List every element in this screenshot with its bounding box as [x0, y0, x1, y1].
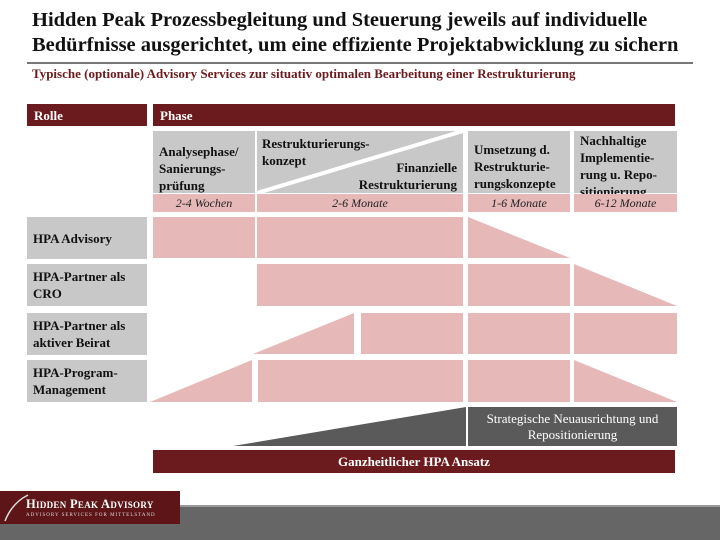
feather-icon: [4, 494, 29, 522]
beirat-col2-ramp: [253, 313, 354, 354]
subtitle: Typische (optionale) Advisory Services z…: [32, 66, 576, 81]
program-col3: [468, 360, 570, 402]
program-col4-taper: [574, 360, 677, 402]
strategic-box: Strategische Neuausrichtung und Repositi…: [468, 407, 677, 446]
role-hpa-advisory: HPA Advisory: [27, 217, 147, 259]
beirat-col4: [574, 313, 677, 354]
advisory-col1: [153, 217, 255, 258]
company-logo: Hidden Peak Advisory Advisory Services f…: [0, 491, 180, 524]
beirat-col2: [361, 313, 463, 354]
role-cro: HPA-Partner als CRO: [27, 264, 147, 306]
duration-3: 1-6 Monate: [468, 194, 570, 212]
holistic-bar: Ganzheitlicher HPA Ansatz: [153, 450, 675, 473]
duration-2: 2-6 Monate: [257, 194, 463, 212]
cro-col3: [468, 264, 570, 306]
duration-1: 2-4 Wochen: [153, 194, 255, 212]
advisory-col3-taper: [468, 217, 570, 258]
program-col2: [258, 360, 463, 402]
phase-analyse: Analysephase/ Sanierungs-prüfung: [153, 131, 255, 193]
logo-tagline: Advisory Services for Mittelstand: [26, 513, 156, 518]
duration-4: 6-12 Monate: [574, 194, 677, 212]
role-program-management: HPA-Program-Management: [27, 360, 147, 402]
cro-col2: [257, 264, 463, 306]
title-line-2: Bedürfnisse ausgerichtet, um eine effizi…: [32, 34, 679, 56]
role-beirat: HPA-Partner als aktiver Beirat: [27, 313, 147, 355]
cro-col4-taper: [574, 264, 677, 306]
page-title: Hidden Peak Prozessbegleitung und Steuer…: [32, 8, 678, 58]
advisory-col2: [257, 217, 463, 258]
strategic-ramp: [233, 407, 466, 446]
phase-finanzielle-label: Finanzielle Restrukturierung: [358, 160, 457, 192]
phase-nachhaltige: Nachhaltige Implementie-rung u. Repo-sit…: [574, 131, 677, 199]
logo-name: Hidden Peak Advisory: [26, 497, 154, 511]
beirat-col3: [468, 313, 570, 354]
phase-restrukturierung: Restrukturierungs-konzept Finanzielle Re…: [257, 131, 463, 193]
diagonal-divider: [257, 131, 463, 193]
phase-header: Phase: [153, 104, 675, 126]
title-divider: [27, 62, 693, 64]
title-line-1: Hidden Peak Prozessbegleitung und Steuer…: [32, 9, 648, 31]
role-header: Rolle: [27, 104, 147, 126]
phase-konzept-label: Restrukturierungs-konzept: [262, 136, 370, 168]
phase-umsetzung: Umsetzung d. Restrukturie-rungskonzepte: [468, 131, 570, 193]
program-col1-ramp: [150, 360, 252, 402]
